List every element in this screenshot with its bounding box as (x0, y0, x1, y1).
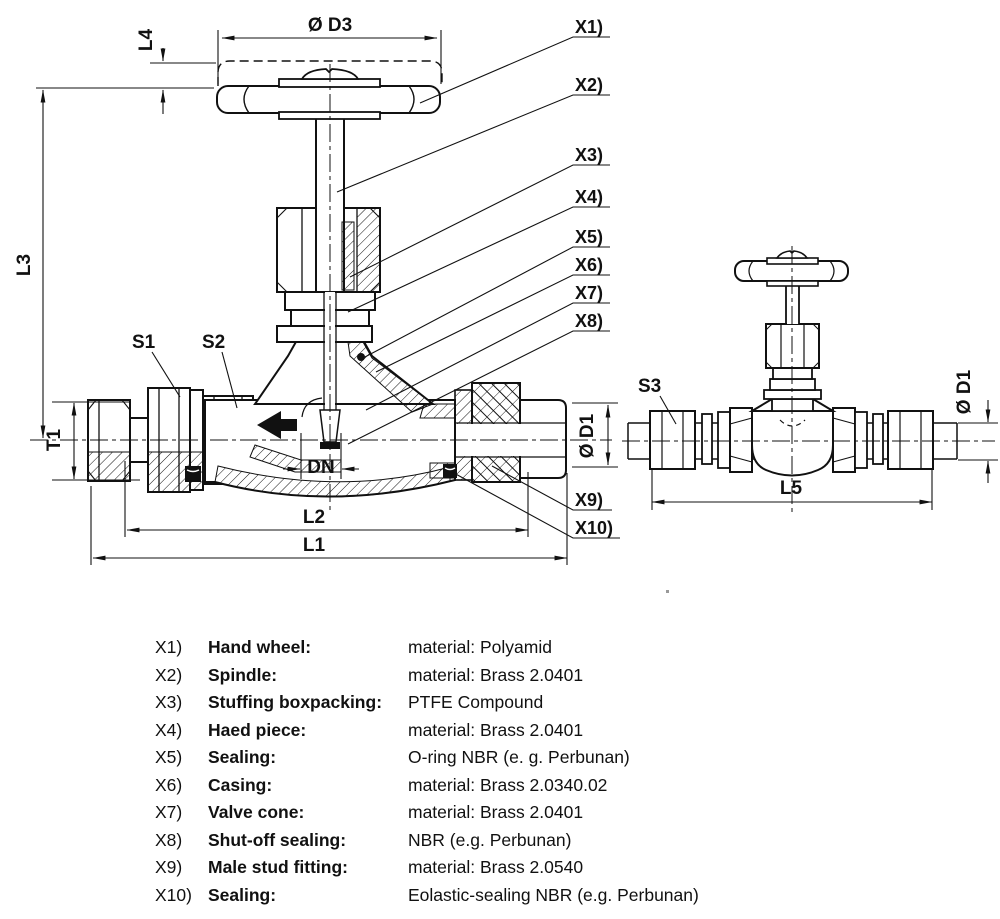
part-ref: X3) (155, 692, 183, 712)
part-name: Sealing: (208, 884, 277, 905)
part-material: NBR (e.g. Perbunan) (408, 829, 572, 850)
part-ref: X9) (155, 857, 183, 877)
male-stud-fitting-right (454, 382, 567, 483)
dim-label-d1-side: Ø D1 (954, 369, 975, 414)
dim-label-dn: DN (307, 457, 334, 478)
part-ref: X2) (155, 664, 183, 685)
part-name: Spindle: (208, 664, 278, 685)
part-name: Haed piece: (208, 719, 307, 740)
head-piece-hex (276, 207, 381, 293)
callout-label-x8: X8) (575, 311, 603, 331)
flow-direction-arrow (257, 411, 297, 439)
callout-label-x9: X9) (575, 490, 603, 510)
callout-label-x10: X10) (575, 518, 613, 538)
callout-leader-lines (151, 36, 677, 539)
part-material: material: Polyamid (408, 637, 552, 657)
dim-label-t1: T1 (44, 428, 65, 451)
callout-label-x5: X5) (575, 227, 603, 247)
part-material: O-ring NBR (e. g. Perbunan) (408, 747, 630, 767)
technical-drawing: Ø D3 L4 L3 T1 S1 S2 DN L2 L1 Ø D1 X1) X2… (14, 15, 998, 593)
shut-off-seal (320, 442, 340, 449)
side-hex-adapter-right (832, 407, 856, 473)
side-union-nut-left (649, 410, 696, 470)
parts-list-row: X3) Stuffing boxpacking: PTFE Compound (155, 689, 699, 717)
dim-label-s1: S1 (132, 332, 156, 353)
parts-list-row: X9) Male stud fitting: material: Brass 2… (155, 854, 699, 882)
part-name: Male stud fitting: (208, 857, 348, 877)
part-ref: X10) (155, 884, 192, 905)
centerlines (30, 64, 995, 512)
parts-list-row: X10) Sealing: Eolastic-sealing NBR (e.g.… (155, 882, 699, 910)
parts-list-row: X5) Sealing: O-ring NBR (e. g. Perbunan) (155, 744, 699, 772)
part-material: material: Brass 2.0401 (408, 802, 584, 822)
dim-label-d3: Ø D3 (308, 15, 352, 36)
hand-wheel (216, 60, 443, 120)
part-name: Valve cone: (208, 802, 305, 822)
dim-label-l5: L5 (780, 478, 803, 499)
part-material: Eolastic-sealing NBR (e.g. Perbunan) (408, 884, 699, 905)
side-hex-adapter-left (729, 407, 753, 473)
parts-list-row: X8) Shut-off sealing: NBR (e.g. Perbunan… (155, 827, 699, 855)
parts-list-row: X1) Hand wheel: material: Polyamid (155, 634, 699, 662)
dimension-lines (36, 30, 998, 565)
dim-label-l2: L2 (303, 507, 325, 528)
parts-list-row: X6) Casing: material: Brass 2.0340.02 (155, 772, 699, 800)
eolastic-seal-right (443, 464, 457, 478)
part-ref: X1) (155, 637, 183, 657)
part-name: Stuffing boxpacking: (208, 692, 383, 712)
side-valve-view (627, 250, 958, 477)
part-name: Casing: (208, 774, 273, 795)
o-ring-seal (357, 353, 365, 361)
part-material: material: Brass 2.0540 (408, 857, 584, 877)
part-name: Sealing: (208, 747, 277, 767)
parts-list-row: X7) Valve cone: material: Brass 2.0401 (155, 799, 699, 827)
dim-label-d1-main: Ø D1 (577, 413, 598, 458)
callout-label-x4: X4) (575, 187, 603, 207)
side-spindle (785, 286, 800, 324)
main-valve-section-view (87, 60, 567, 498)
part-material: material: Brass 2.0401 (408, 664, 584, 685)
callout-label-x7: X7) (575, 283, 603, 303)
dim-label-s3: S3 (638, 376, 661, 397)
part-ref: X4) (155, 719, 183, 740)
part-ref: X6) (155, 774, 183, 795)
side-washer-left-a (701, 413, 713, 465)
dim-label-l1: L1 (303, 535, 326, 556)
part-ref: X5) (155, 747, 183, 767)
side-washer-right-b (872, 413, 884, 465)
part-material: material: Brass 2.0401 (408, 719, 584, 740)
side-washer-left-b (717, 411, 731, 469)
dim-label-l3: L3 (14, 254, 35, 276)
dim-label-s2: S2 (202, 332, 225, 353)
parts-list-row: X2) Spindle: material: Brass 2.0401 (155, 662, 699, 690)
eolastic-seal-left (185, 466, 201, 482)
dim-label-l4: L4 (136, 28, 157, 51)
part-material: PTFE Compound (408, 692, 544, 712)
callout-label-x2: X2) (575, 75, 603, 95)
callout-label-x1: X1) (575, 17, 603, 37)
stray-dot (666, 590, 669, 593)
part-name: Hand wheel: (208, 637, 312, 657)
side-washer-right-a (854, 411, 868, 469)
callout-label-x3: X3) (575, 145, 603, 165)
part-ref: X8) (155, 829, 183, 850)
parts-list: X1) Hand wheel: material: Polyamid X2) S… (155, 634, 699, 909)
side-union-nut-right (887, 410, 934, 470)
part-ref: X7) (155, 802, 183, 822)
callout-label-x6: X6) (575, 255, 603, 275)
parts-list-row: X4) Haed piece: material: Brass 2.0401 (155, 717, 699, 745)
part-name: Shut-off sealing: (208, 829, 347, 850)
part-material: material: Brass 2.0340.02 (408, 774, 608, 795)
